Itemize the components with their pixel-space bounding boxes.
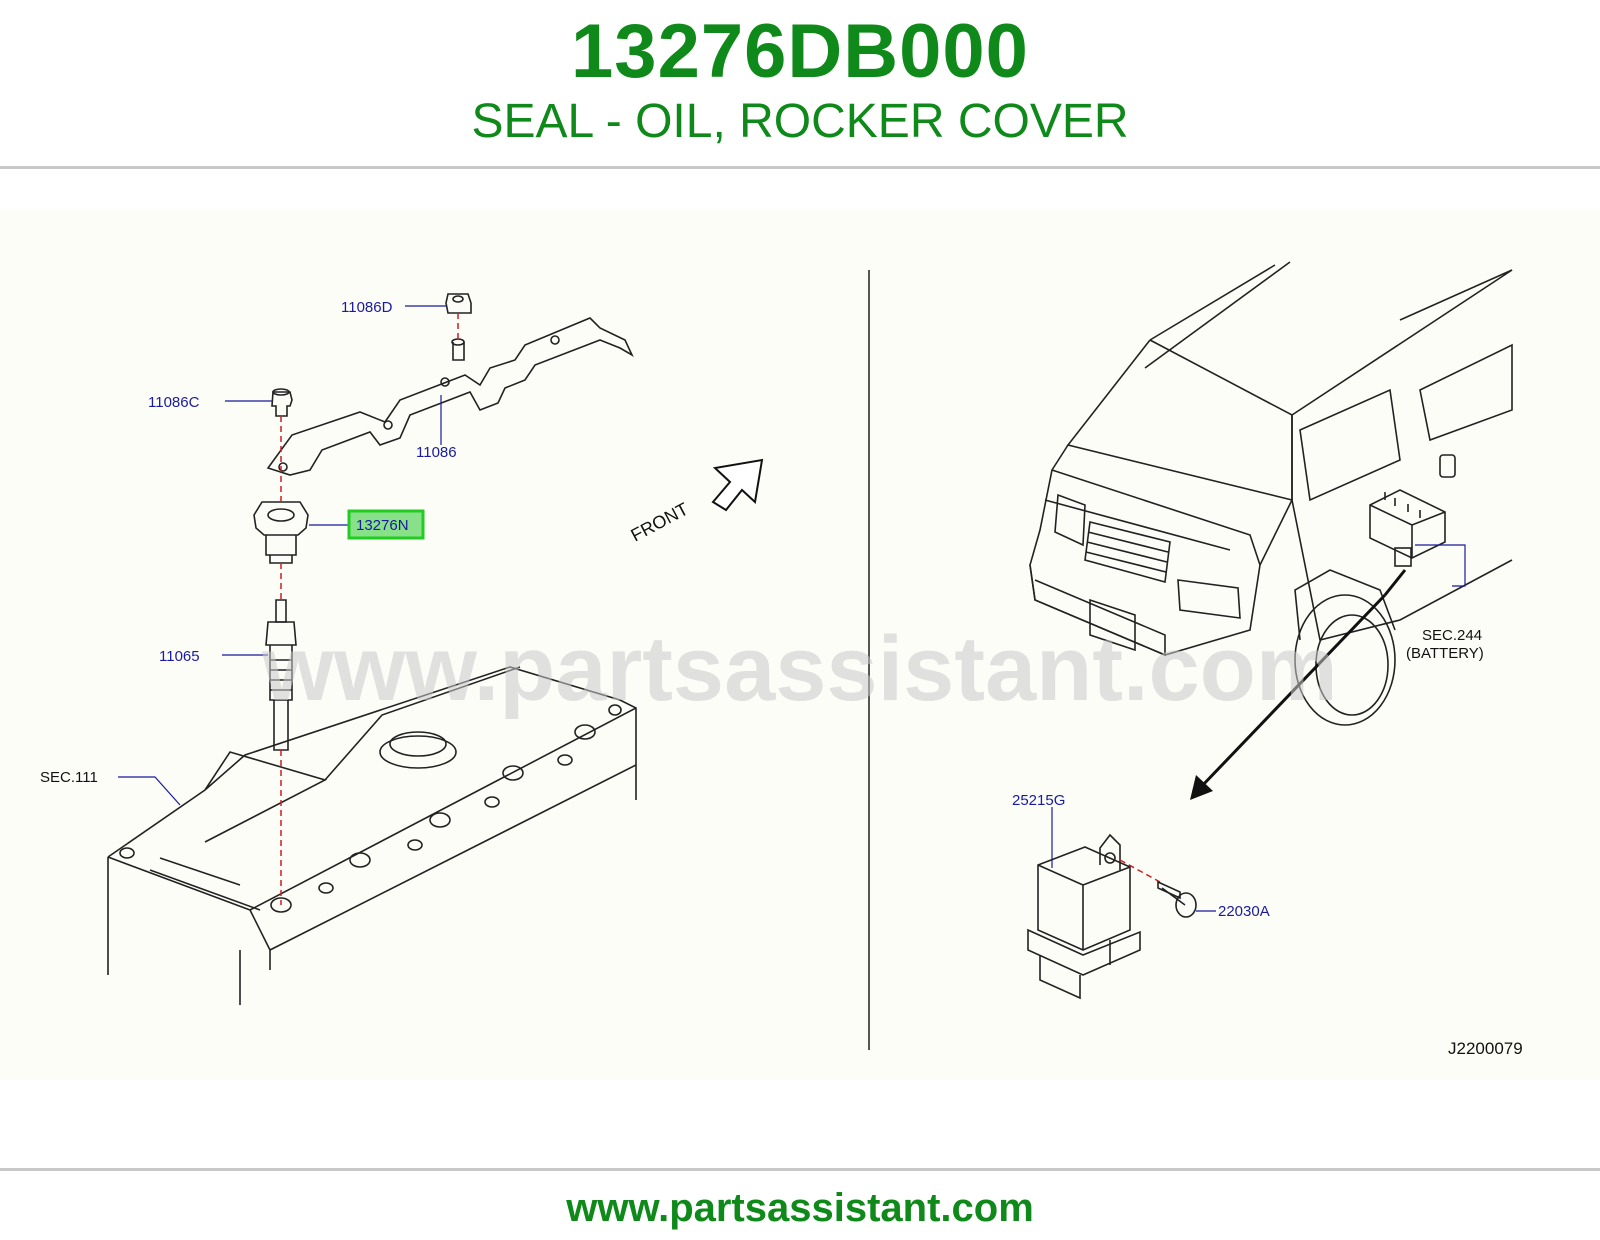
footer-website-link[interactable]: www.partsassistant.com xyxy=(566,1186,1034,1230)
callout-sec111: SEC.111 xyxy=(40,769,98,786)
parts-diagram: 11086D 11086C 11086 13276N 11065 SEC.111… xyxy=(0,170,1600,1170)
harness-bracket xyxy=(266,317,634,476)
callout-25215g: 25215G xyxy=(1012,792,1065,809)
leader-relay-bolt xyxy=(1119,859,1161,883)
header-divider xyxy=(0,166,1600,169)
page-header: 13276DB000 SEAL - OIL, ROCKER COVER xyxy=(0,0,1600,168)
diagram-svg: 11086D 11086C 11086 13276N 11065 SEC.111… xyxy=(0,210,1600,1080)
screw-11086c xyxy=(271,388,293,417)
part-description: SEAL - OIL, ROCKER COVER xyxy=(471,95,1129,148)
watermark-text: www.partsassistant.com xyxy=(261,618,1337,720)
callout-sec244: SEC.244 xyxy=(1422,627,1482,644)
van-illustration xyxy=(1029,261,1513,726)
rocker-cover-assembly xyxy=(107,666,637,1005)
callout-11065: 11065 xyxy=(159,648,200,665)
bolt-22030a xyxy=(1157,880,1197,918)
callout-battery: (BATTERY) xyxy=(1406,645,1484,662)
page-footer: www.partsassistant.com xyxy=(0,1170,1600,1240)
callout-22030a: 22030A xyxy=(1218,903,1270,920)
callout-11086d: 11086D xyxy=(341,299,393,316)
relay-25215g xyxy=(1027,833,1141,1000)
part-number-title: 13276DB000 xyxy=(571,9,1029,94)
left-callout-leaders xyxy=(118,305,446,806)
highlight-box-13276n xyxy=(347,509,425,540)
front-arrow-icon xyxy=(711,458,764,512)
callout-11086: 11086 xyxy=(416,444,457,461)
seal-13276n xyxy=(253,501,309,564)
detail-arrow-icon xyxy=(1190,569,1407,800)
diagram-reference-code: J2200079 xyxy=(1448,1039,1523,1058)
footer-divider xyxy=(0,1168,1600,1171)
callout-11086c: 11086C xyxy=(148,394,200,411)
right-callout-leaders xyxy=(1051,544,1466,912)
callout-13276n[interactable]: 13276N xyxy=(356,517,409,534)
